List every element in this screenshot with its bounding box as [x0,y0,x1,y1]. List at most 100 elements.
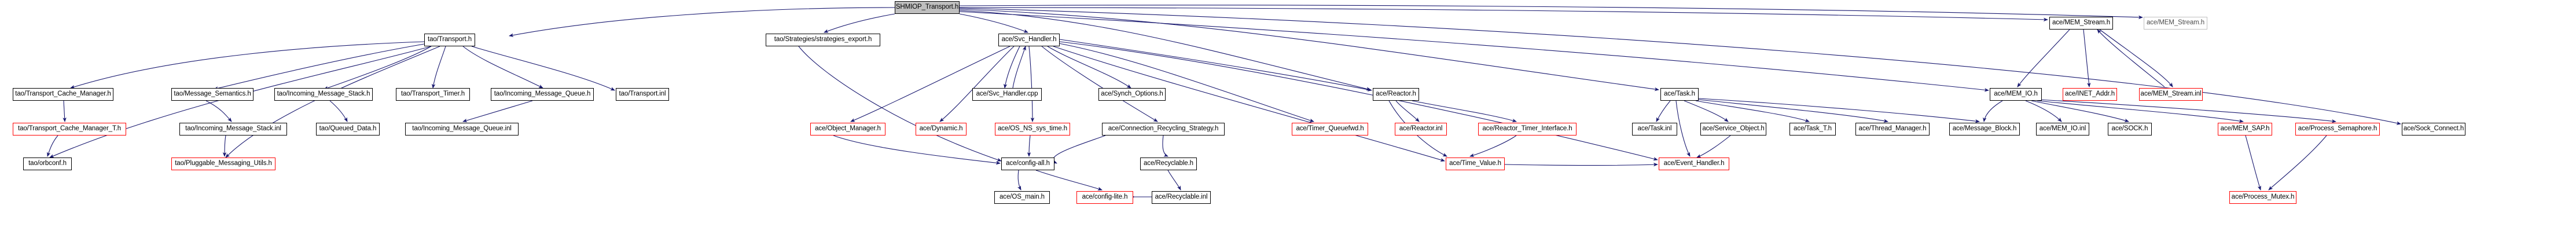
graph-node-tao-transport-inl[interactable]: tao/Transport.inl [616,88,669,101]
graph-node-ace-event-handler-h[interactable]: ace/Event_Handler.h [1659,158,1729,170]
graph-edge [1028,46,1035,122]
graph-edge [47,135,58,157]
graph-node-ace-recyclable-inl[interactable]: ace/Recyclable.inl [1152,191,1211,204]
graph-node-label: ace/Reactor.inl [1399,125,1443,133]
graph-node-ace-object-manager-h[interactable]: ace/Object_Manager.h [810,123,885,136]
graph-node-ace-mem-io-h[interactable]: ace/MEM_IO.h [1990,88,2042,101]
graph-edge [2038,99,2336,123]
graph-edge [1017,170,1021,191]
graph-node-ace-process-mutex-h[interactable]: ace/Process_Mutex.h [2229,191,2296,204]
graph-edge [1982,100,2003,122]
graph-edge [959,7,2048,22]
graph-node-tao-orbconf-h[interactable]: tao/orbconf.h [23,158,72,170]
graph-edge [2099,29,2173,87]
graph-node-tao-pluggable-messaging-utils-h[interactable]: tao/Pluggable_Messaging_Utils.h [171,158,275,170]
graph-node-ace-config-all-h[interactable]: ace/config-all.h [1001,158,1054,170]
graph-edge [1656,100,1671,122]
graph-node-tao-incoming-message-stack-inl[interactable]: tao/Incoming_Message_Stack.inl [179,123,287,136]
graph-edge [70,41,425,89]
graph-node-label: ace/MEM_IO.inl [2039,125,2086,133]
graph-node-label: ace/Task.inl [1637,125,1672,133]
graph-edge [959,11,1989,92]
graph-node-ace-task-h[interactable]: ace/Task.h [1660,88,1699,101]
graph-node-ace-service-object-h[interactable]: ace/Service_Object.h [1700,123,1766,136]
graph-node-tao-queued-data-h[interactable]: tao/Queued_Data.h [316,123,380,136]
graph-edge [462,100,533,123]
graph-node-ace-os-ns-sys-time-h[interactable]: ace/OS_NS_sys_time.h [995,123,1070,136]
graph-edge [2017,29,2070,87]
graph-node-label: ace/MEM_SAP.h [2220,125,2270,133]
graph-edge [939,46,1015,122]
graph-node-ace-mem-stream-h[interactable]: ace/MEM_Stream.h [2049,17,2113,30]
graph-node-ace-mem-sap-h[interactable]: ace/MEM_SAP.h [2218,123,2272,136]
graph-edge [1003,46,1020,89]
graph-edge [1053,46,1445,162]
graph-node-ace-dynamic-h[interactable]: ace/Dynamic.h [916,123,967,136]
graph-node-ace-time-value-h[interactable]: ace/Time_Value.h [1446,158,1505,170]
graph-edge [205,100,232,122]
graph-node-tao-transport-cache-manager-t-h[interactable]: tao/Transport_Cache_Manager_T.h [13,123,126,136]
graph-node-ace-reactor-h[interactable]: ace/Reactor.h [1373,88,1419,101]
graph-node-ace-config-lite-h[interactable]: ace/config-lite.h [1076,191,1133,204]
graph-node-label: tao/Message_Semantics.h [174,90,251,98]
graph-edge [1469,135,1517,158]
graph-node-ace-thread-manager-h[interactable]: ace/Thread_Manager.h [1855,123,1930,136]
graph-node-ace-recyclable-h[interactable]: ace/Recyclable.h [1140,158,1197,170]
graph-node-label: ace/Sock_Connect.h [2403,125,2464,133]
graph-node-ace-timer-queuefwd-h[interactable]: ace/Timer_Queuefwd.h [1292,123,1368,136]
graph-edge [1035,170,1103,191]
graph-node-label: ace/Timer_Queuefwd.h [1296,125,1364,133]
graph-edge [824,13,895,33]
graph-node-ace-reactor-inl[interactable]: ace/Reactor.inl [1395,123,1447,136]
graph-node-tao-message-semantics-h[interactable]: tao/Message_Semantics.h [171,88,253,101]
graph-edge [1059,41,1658,161]
graph-node-ace-connection-recycling-strategy-h[interactable]: ace/Connection_Recycling_Strategy.h [1102,123,1225,136]
graph-node-tao-incoming-message-queue-inl[interactable]: tao/Incoming_Message_Queue.inl [405,123,519,136]
graph-node-ace-sock-connect-h[interactable]: ace/Sock_Connect.h [2402,123,2465,136]
graph-node-ace-mem-stream-inl[interactable]: ace/MEM_Stream.inl [2139,88,2203,101]
graph-edge [49,46,432,158]
graph-node-ace-task-inl[interactable]: ace/Task.inl [1632,123,1677,136]
graph-edge [2031,100,2129,122]
graph-node-ace-mem-stream-h[interactable]: ace/MEM_Stream.h [2144,17,2207,30]
graph-node-ace-mem-io-inl[interactable]: ace/MEM_IO.inl [2036,123,2089,136]
graph-node-tao-strategies-strategies-export-h[interactable]: tao/Strategies/strategies_export.h [766,34,880,46]
graph-node-label: tao/Transport.inl [619,90,666,98]
graph-edge [1162,135,1168,157]
graph-node-shmiop-transport-h[interactable]: SHMIOP_Transport.h [895,1,960,14]
graph-edge [1059,39,1372,91]
graph-edge [462,46,543,89]
graph-node-ace-inet-addr-h[interactable]: ace/INET_Addr.h [2063,88,2117,101]
graph-edge [1395,100,1420,122]
graph-node-label: tao/Queued_Data.h [319,125,377,133]
graph-node-tao-incoming-message-queue-h[interactable]: tao/Incoming_Message_Queue.h [491,88,594,101]
graph-node-tao-incoming-message-stack-h[interactable]: tao/Incoming_Message_Stack.h [274,88,373,101]
graph-node-tao-transport-cache-manager-h[interactable]: tao/Transport_Cache_Manager.h [13,88,113,101]
graph-node-ace-sock-h[interactable]: ace/SOCK.h [2108,123,2152,136]
graph-node-ace-task-t-h[interactable]: ace/Task_T.h [1789,123,1836,136]
graph-node-label: ace/Dynamic.h [919,125,963,133]
graph-edge [959,5,2143,19]
graph-edge [324,46,432,90]
graph-node-label: tao/Incoming_Message_Stack.h [277,90,370,98]
graph-node-ace-synch-options-h[interactable]: ace/Synch_Options.h [1098,88,1166,101]
graph-node-ace-svc-handler-cpp[interactable]: ace/Svc_Handler.cpp [972,88,1042,101]
graph-node-label: tao/Transport_Timer.h [400,90,465,98]
graph-node-ace-os-main-h[interactable]: ace/OS_main.h [994,191,1050,204]
graph-node-label: SHMIOP_Transport.h [895,3,959,11]
graph-edge [1059,43,1314,122]
graph-node-tao-transport-h[interactable]: tao/Transport.h [424,34,475,46]
graph-node-ace-message-block-h[interactable]: ace/Message_Block.h [1949,123,2020,136]
graph-node-ace-process-semaphore-h[interactable]: ace/Process_Semaphore.h [2295,123,2380,136]
graph-edge [959,9,1659,91]
graph-edge [214,43,425,90]
graph-node-label: tao/Incoming_Message_Queue.inl [412,125,512,133]
graph-edge [1698,99,1888,123]
graph-edge [1698,98,1980,123]
graph-node-ace-reactor-timer-interface-h[interactable]: ace/Reactor_Timer_Interface.h [1478,123,1577,136]
graph-node-tao-transport-timer-h[interactable]: tao/Transport_Timer.h [396,88,470,101]
graph-node-label: ace/Service_Object.h [1702,125,1765,133]
graph-node-label: ace/Task.h [1664,90,1695,98]
graph-node-ace-svc-handler-h[interactable]: ace/Svc_Handler.h [998,34,1060,46]
